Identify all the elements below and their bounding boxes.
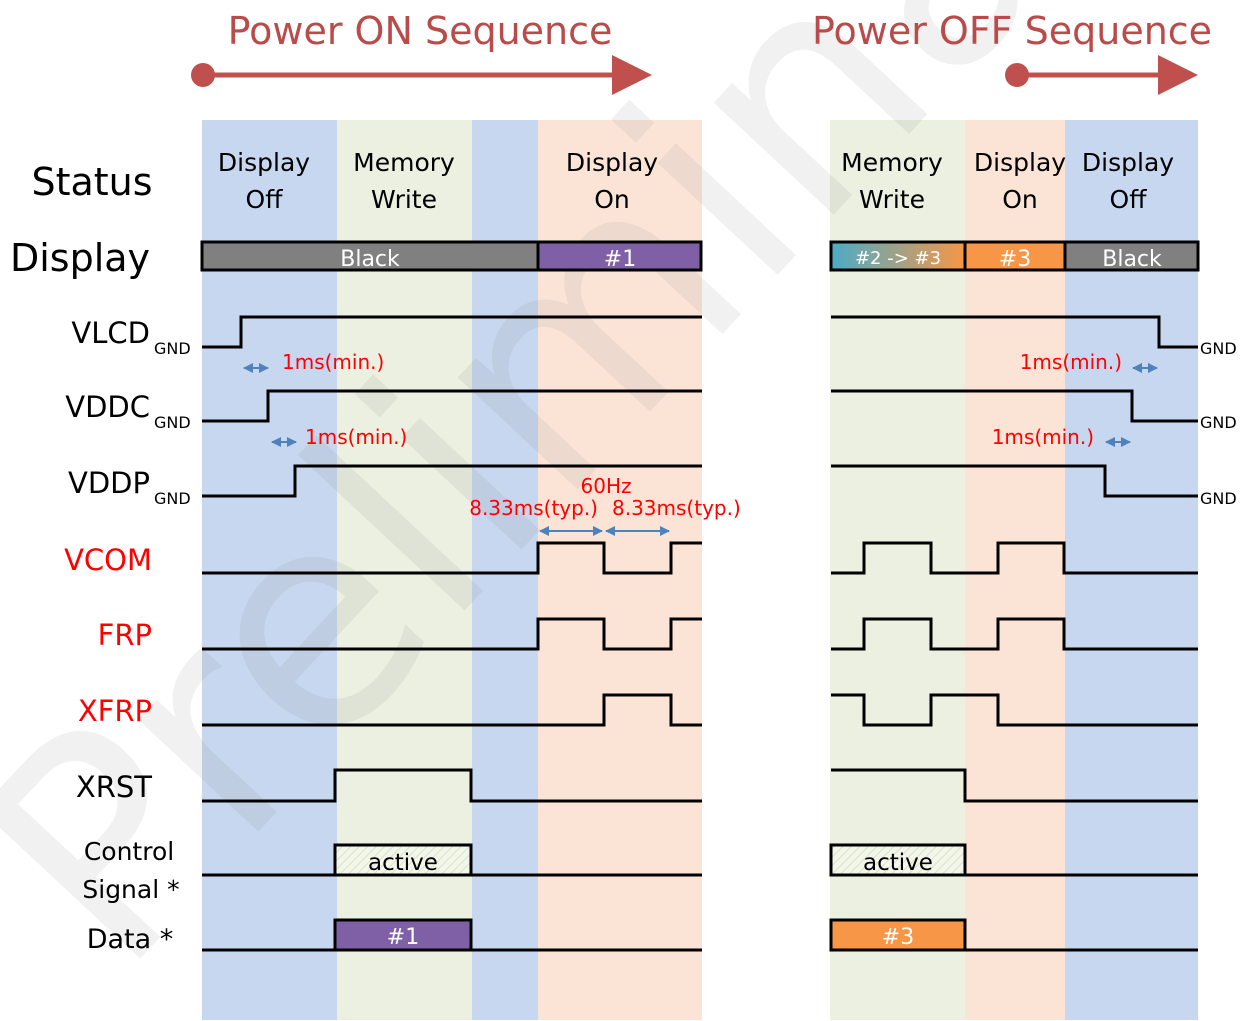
- control-on-active-block: [333, 843, 473, 877]
- display-bar-on-frame1-label: #1: [604, 247, 636, 272]
- wave-off-vlcd: [831, 315, 1198, 349]
- power-off-title: Power OFF Sequence: [812, 9, 1212, 53]
- status-off-memory-write-l1: Memory: [841, 148, 943, 177]
- label-gnd-off-vlcd: GND: [1200, 339, 1237, 358]
- label-gnd-vddc: GND: [154, 413, 191, 432]
- label-vcom: VCOM: [64, 543, 152, 577]
- status-on-memory-write-l2: Write: [371, 185, 437, 214]
- wave-on-vddp: [202, 464, 702, 498]
- display-bar-off-black: [1063, 240, 1200, 272]
- control-off-active-label: active: [863, 850, 933, 876]
- status-on-display-off-l2: Off: [246, 185, 284, 214]
- wave-off-xrst: [831, 768, 1198, 803]
- label-status: Status: [31, 160, 152, 204]
- data-off-frame3-label: #3: [882, 925, 914, 950]
- annot-vddc-on: 1ms(min.): [305, 425, 407, 449]
- power-off-arrow: [1005, 55, 1198, 95]
- display-bar-off-frame3: [963, 240, 1067, 272]
- data-on-frame1-block: [333, 918, 473, 952]
- label-control-line2: Signal *: [82, 875, 179, 904]
- status-on-display-off-l1: Display: [218, 148, 310, 177]
- wave-off-xfrp: [831, 693, 1198, 727]
- label-frp: FRP: [98, 618, 152, 652]
- label-xfrp: XFRP: [78, 694, 152, 728]
- status-on-display-on-l1: Display: [566, 148, 658, 177]
- wave-on-frp: [202, 617, 702, 651]
- display-bar-off-frame3-label: #3: [999, 247, 1031, 272]
- label-gnd-vlcd: GND: [154, 339, 191, 358]
- annot-period1: 8.33ms(typ.): [469, 496, 598, 520]
- wave-on-vcom: [202, 541, 702, 575]
- status-off-display-on-l2: On: [1002, 185, 1038, 214]
- status-off-display-off-l2: Off: [1110, 185, 1148, 214]
- display-bar-off-frame23-label: #2 -> #3: [855, 248, 941, 269]
- wave-on-vlcd: [202, 315, 702, 349]
- wave-on-xrst: [202, 768, 702, 803]
- data-on-frame1-label: #1: [387, 925, 419, 950]
- display-bar-off-black-label: Black: [1102, 247, 1162, 272]
- wave-off-vcom: [831, 541, 1198, 575]
- label-xrst: XRST: [76, 770, 152, 804]
- status-off-display-off-l1: Display: [1082, 148, 1174, 177]
- status-off-display-on-l1: Display: [974, 148, 1066, 177]
- wave-on-xfrp: [202, 693, 702, 727]
- label-gnd-off-vddc: GND: [1200, 413, 1237, 432]
- status-off-memory-write-l2: Write: [859, 185, 925, 214]
- label-vddp: VDDP: [68, 466, 150, 500]
- label-vddc: VDDC: [65, 390, 150, 424]
- label-gnd-vddp: GND: [154, 489, 191, 508]
- status-on-display-on-l2: On: [594, 185, 630, 214]
- data-off-frame3-block: [829, 918, 967, 952]
- label-vlcd: VLCD: [71, 316, 150, 350]
- control-off-active-block: [829, 843, 967, 877]
- label-gnd-off-vddp: GND: [1200, 489, 1237, 508]
- label-display: Display: [10, 236, 150, 280]
- wave-off-vddp: [831, 464, 1198, 498]
- power-on-arrow: [191, 55, 652, 95]
- annot-period2: 8.33ms(typ.): [612, 496, 741, 520]
- label-control-line1: Control: [84, 837, 174, 866]
- annot-vddc-off: 1ms(min.): [992, 425, 1094, 449]
- control-on-active-label: active: [368, 850, 438, 876]
- label-data: Data *: [87, 924, 174, 955]
- power-on-title: Power ON Sequence: [228, 9, 613, 53]
- display-bar-on-black-label: Black: [340, 247, 400, 272]
- annot-vlcd-on: 1ms(min.): [282, 350, 384, 374]
- wave-off-vddc: [831, 389, 1198, 423]
- wave-off-frp: [831, 617, 1198, 651]
- annot-vlcd-off: 1ms(min.): [1020, 350, 1122, 374]
- wave-on-vddc: [202, 389, 702, 423]
- annot-freq: 60Hz: [581, 474, 632, 498]
- status-on-memory-write-l1: Memory: [353, 148, 455, 177]
- display-bar-on-frame1: [536, 240, 703, 272]
